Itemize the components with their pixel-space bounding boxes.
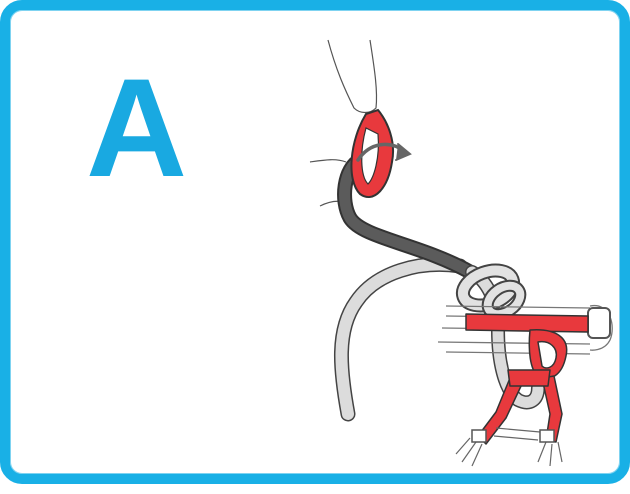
rope-harness-illustration — [10, 10, 630, 494]
carabiner-icon — [351, 110, 393, 197]
harness-webbing — [466, 314, 588, 444]
leg-loop-details — [456, 428, 562, 466]
panel-frame: A — [0, 0, 630, 484]
